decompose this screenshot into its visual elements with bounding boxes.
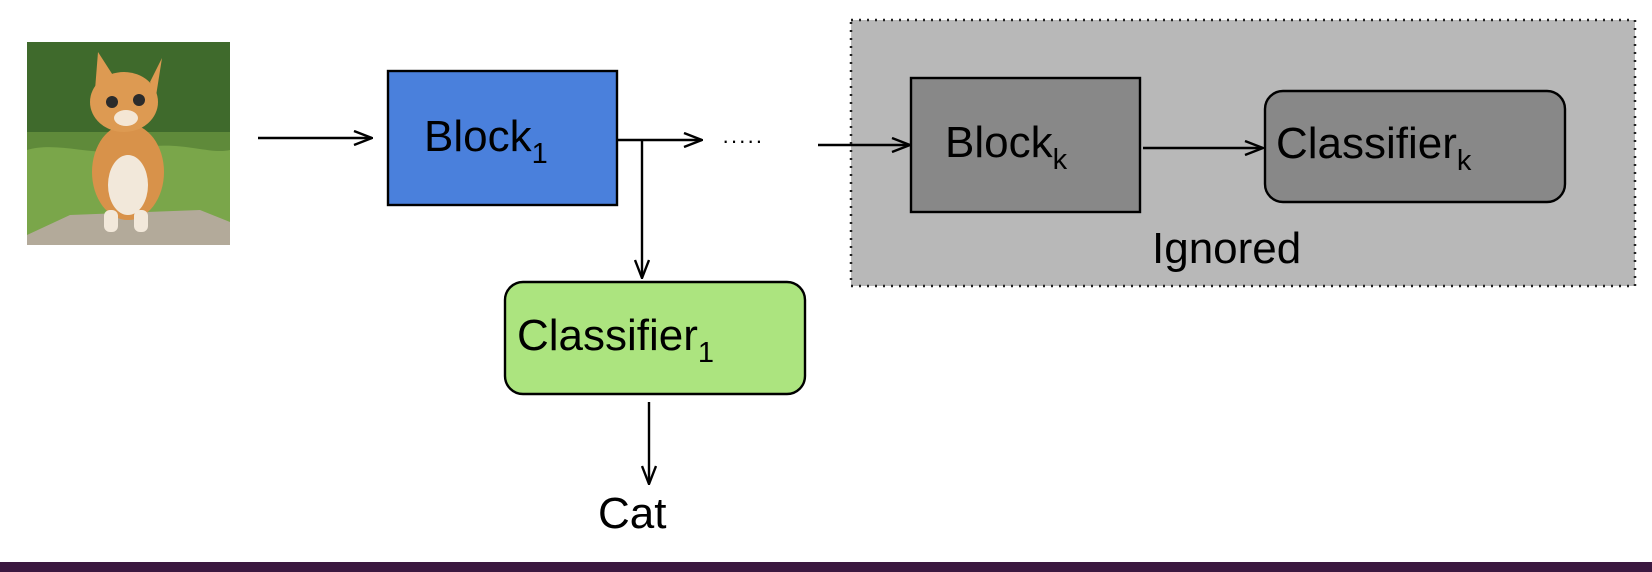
classifierk-label: Classifierk [1276,119,1472,177]
classifier1-box [503,280,807,396]
block1-label: Block1 [424,112,548,170]
blockk-box [909,76,1142,214]
blockk-label: Blockk [945,118,1068,176]
input-image [27,42,230,245]
output-label: Cat [598,489,666,538]
classifierk-box [1263,89,1567,204]
block1-box [386,69,619,207]
footer-bar [0,562,1652,572]
classifier1-label: Classifier1 [517,311,714,369]
ellipsis: ····· [722,128,764,153]
ignored-label: Ignored [1152,224,1301,273]
